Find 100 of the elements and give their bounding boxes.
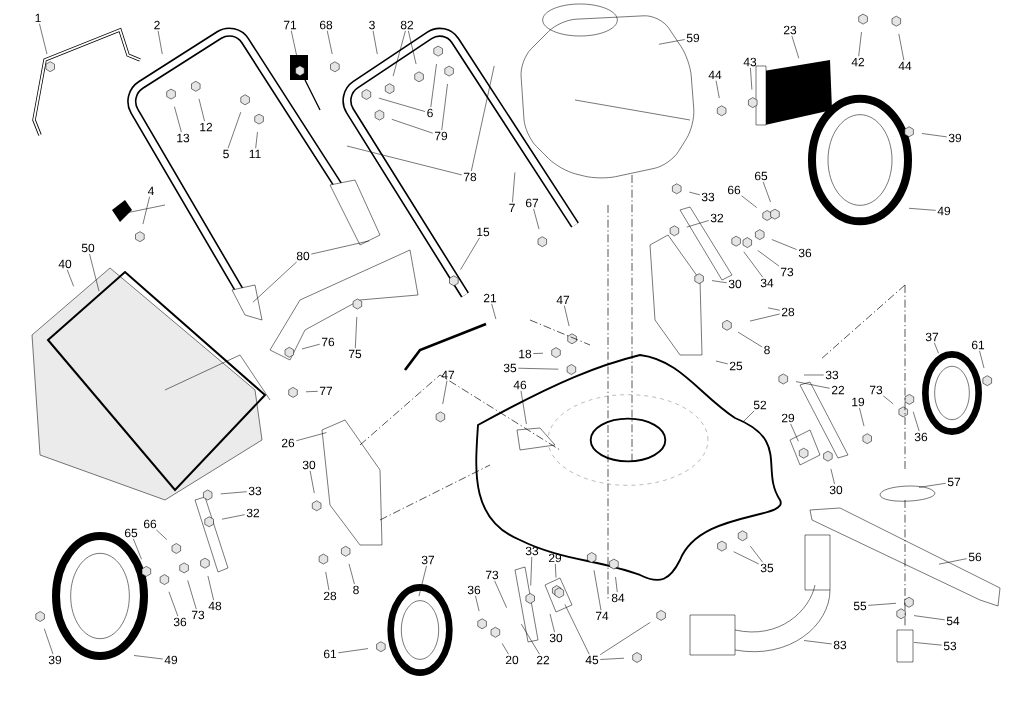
leader-line — [325, 571, 330, 591]
callout-number: 84 — [611, 593, 625, 603]
callout-number: 36 — [798, 248, 812, 258]
leader-line — [883, 395, 894, 405]
leader-line — [615, 576, 618, 593]
leader-line — [868, 603, 897, 606]
callout-number: 65 — [754, 171, 768, 181]
leader-line — [912, 411, 920, 432]
callout-number: 32 — [710, 213, 724, 223]
callout-number: 77 — [319, 386, 333, 396]
leader-line — [408, 30, 417, 65]
callout-number: 33 — [825, 370, 839, 380]
callout-number: 82 — [400, 20, 414, 30]
callout-number: 36 — [914, 432, 928, 442]
leader-line — [742, 410, 755, 423]
callout-number: 40 — [58, 259, 72, 269]
callout-number: 30 — [302, 460, 316, 470]
leader-line — [355, 316, 358, 349]
leader-line — [207, 575, 214, 601]
leader-line — [715, 80, 720, 99]
callout-number: 73 — [869, 385, 883, 395]
leader-line — [921, 133, 947, 138]
leader-line — [564, 305, 570, 327]
leader-line — [391, 119, 433, 134]
callout-number: 73 — [191, 610, 205, 620]
leader-line — [168, 591, 179, 617]
leader-line — [711, 280, 727, 284]
leader-line — [555, 563, 557, 578]
leader-line — [460, 237, 480, 270]
callout-number: 11 — [249, 149, 261, 159]
leader-line — [491, 303, 497, 320]
leader-line — [309, 470, 315, 494]
callout-number: 78 — [463, 172, 477, 182]
callout-number: 33 — [701, 192, 715, 202]
leader-line — [430, 63, 437, 108]
leader-line — [795, 381, 830, 389]
leader-line — [301, 343, 320, 350]
callout-number: 73 — [780, 267, 794, 277]
leader-line — [442, 380, 448, 405]
leader-line — [296, 432, 327, 442]
callout-number: 30 — [829, 485, 843, 495]
leader-line — [762, 181, 771, 203]
callout-number: 42 — [851, 57, 865, 67]
callout-number: 65 — [124, 528, 138, 538]
callout-number: 22 — [536, 655, 550, 665]
callout-number: 54 — [946, 616, 960, 626]
callout-number: 68 — [319, 20, 333, 30]
leader-line — [803, 374, 824, 376]
leader-line — [934, 342, 939, 354]
leader-line — [418, 565, 427, 597]
callout-number: 36 — [173, 617, 187, 627]
leader-line — [198, 98, 205, 122]
leader-line — [187, 580, 197, 610]
leader-line — [157, 30, 163, 55]
leader-line — [859, 407, 865, 427]
leader-line — [220, 491, 247, 495]
callout-number: 47 — [441, 370, 455, 380]
leader-line — [327, 30, 333, 55]
callout-number: 39 — [48, 655, 62, 665]
callout-number: 20 — [505, 655, 519, 665]
callout-number: 80 — [296, 251, 310, 261]
leader-line — [600, 657, 625, 660]
callout-number: 34 — [760, 278, 774, 288]
leader-line — [494, 580, 507, 608]
leader-line — [803, 640, 832, 645]
callout-number: 57 — [947, 477, 961, 487]
callout-number: 45 — [585, 655, 599, 665]
leader-line — [441, 83, 448, 131]
leader-line — [372, 30, 378, 55]
callout-number: 37 — [421, 555, 435, 565]
leader-line — [221, 514, 245, 520]
callout-number: 73 — [485, 570, 499, 580]
callout-number: 76 — [321, 337, 335, 347]
leader-line — [44, 628, 54, 655]
callout-number: 22 — [831, 385, 845, 395]
callout-number: 8 — [764, 345, 770, 355]
callout-number: 55 — [853, 601, 867, 611]
callout-number: 13 — [177, 133, 190, 143]
leader-line — [593, 570, 602, 611]
leader-line — [311, 240, 370, 255]
leader-line — [741, 195, 758, 208]
leader-line — [830, 468, 835, 485]
callout-number: 18 — [519, 349, 532, 359]
leader-line — [518, 367, 559, 370]
leader-line — [252, 261, 297, 303]
leader-line — [771, 239, 797, 250]
callout-number: 44 — [708, 70, 722, 80]
callout-number: 29 — [781, 413, 795, 423]
leader-line — [549, 613, 555, 633]
leader-line — [533, 352, 544, 354]
leader-line — [908, 208, 936, 211]
callout-number: 56 — [968, 552, 982, 562]
leader-line — [346, 145, 462, 176]
leader-line — [733, 551, 759, 565]
callout-number: 61 — [323, 649, 337, 659]
callout-number: 35 — [760, 563, 774, 573]
leader-line — [471, 65, 495, 172]
callout-number: 43 — [743, 57, 757, 67]
callout-number: 6 — [427, 108, 433, 118]
leader-line — [743, 251, 763, 278]
